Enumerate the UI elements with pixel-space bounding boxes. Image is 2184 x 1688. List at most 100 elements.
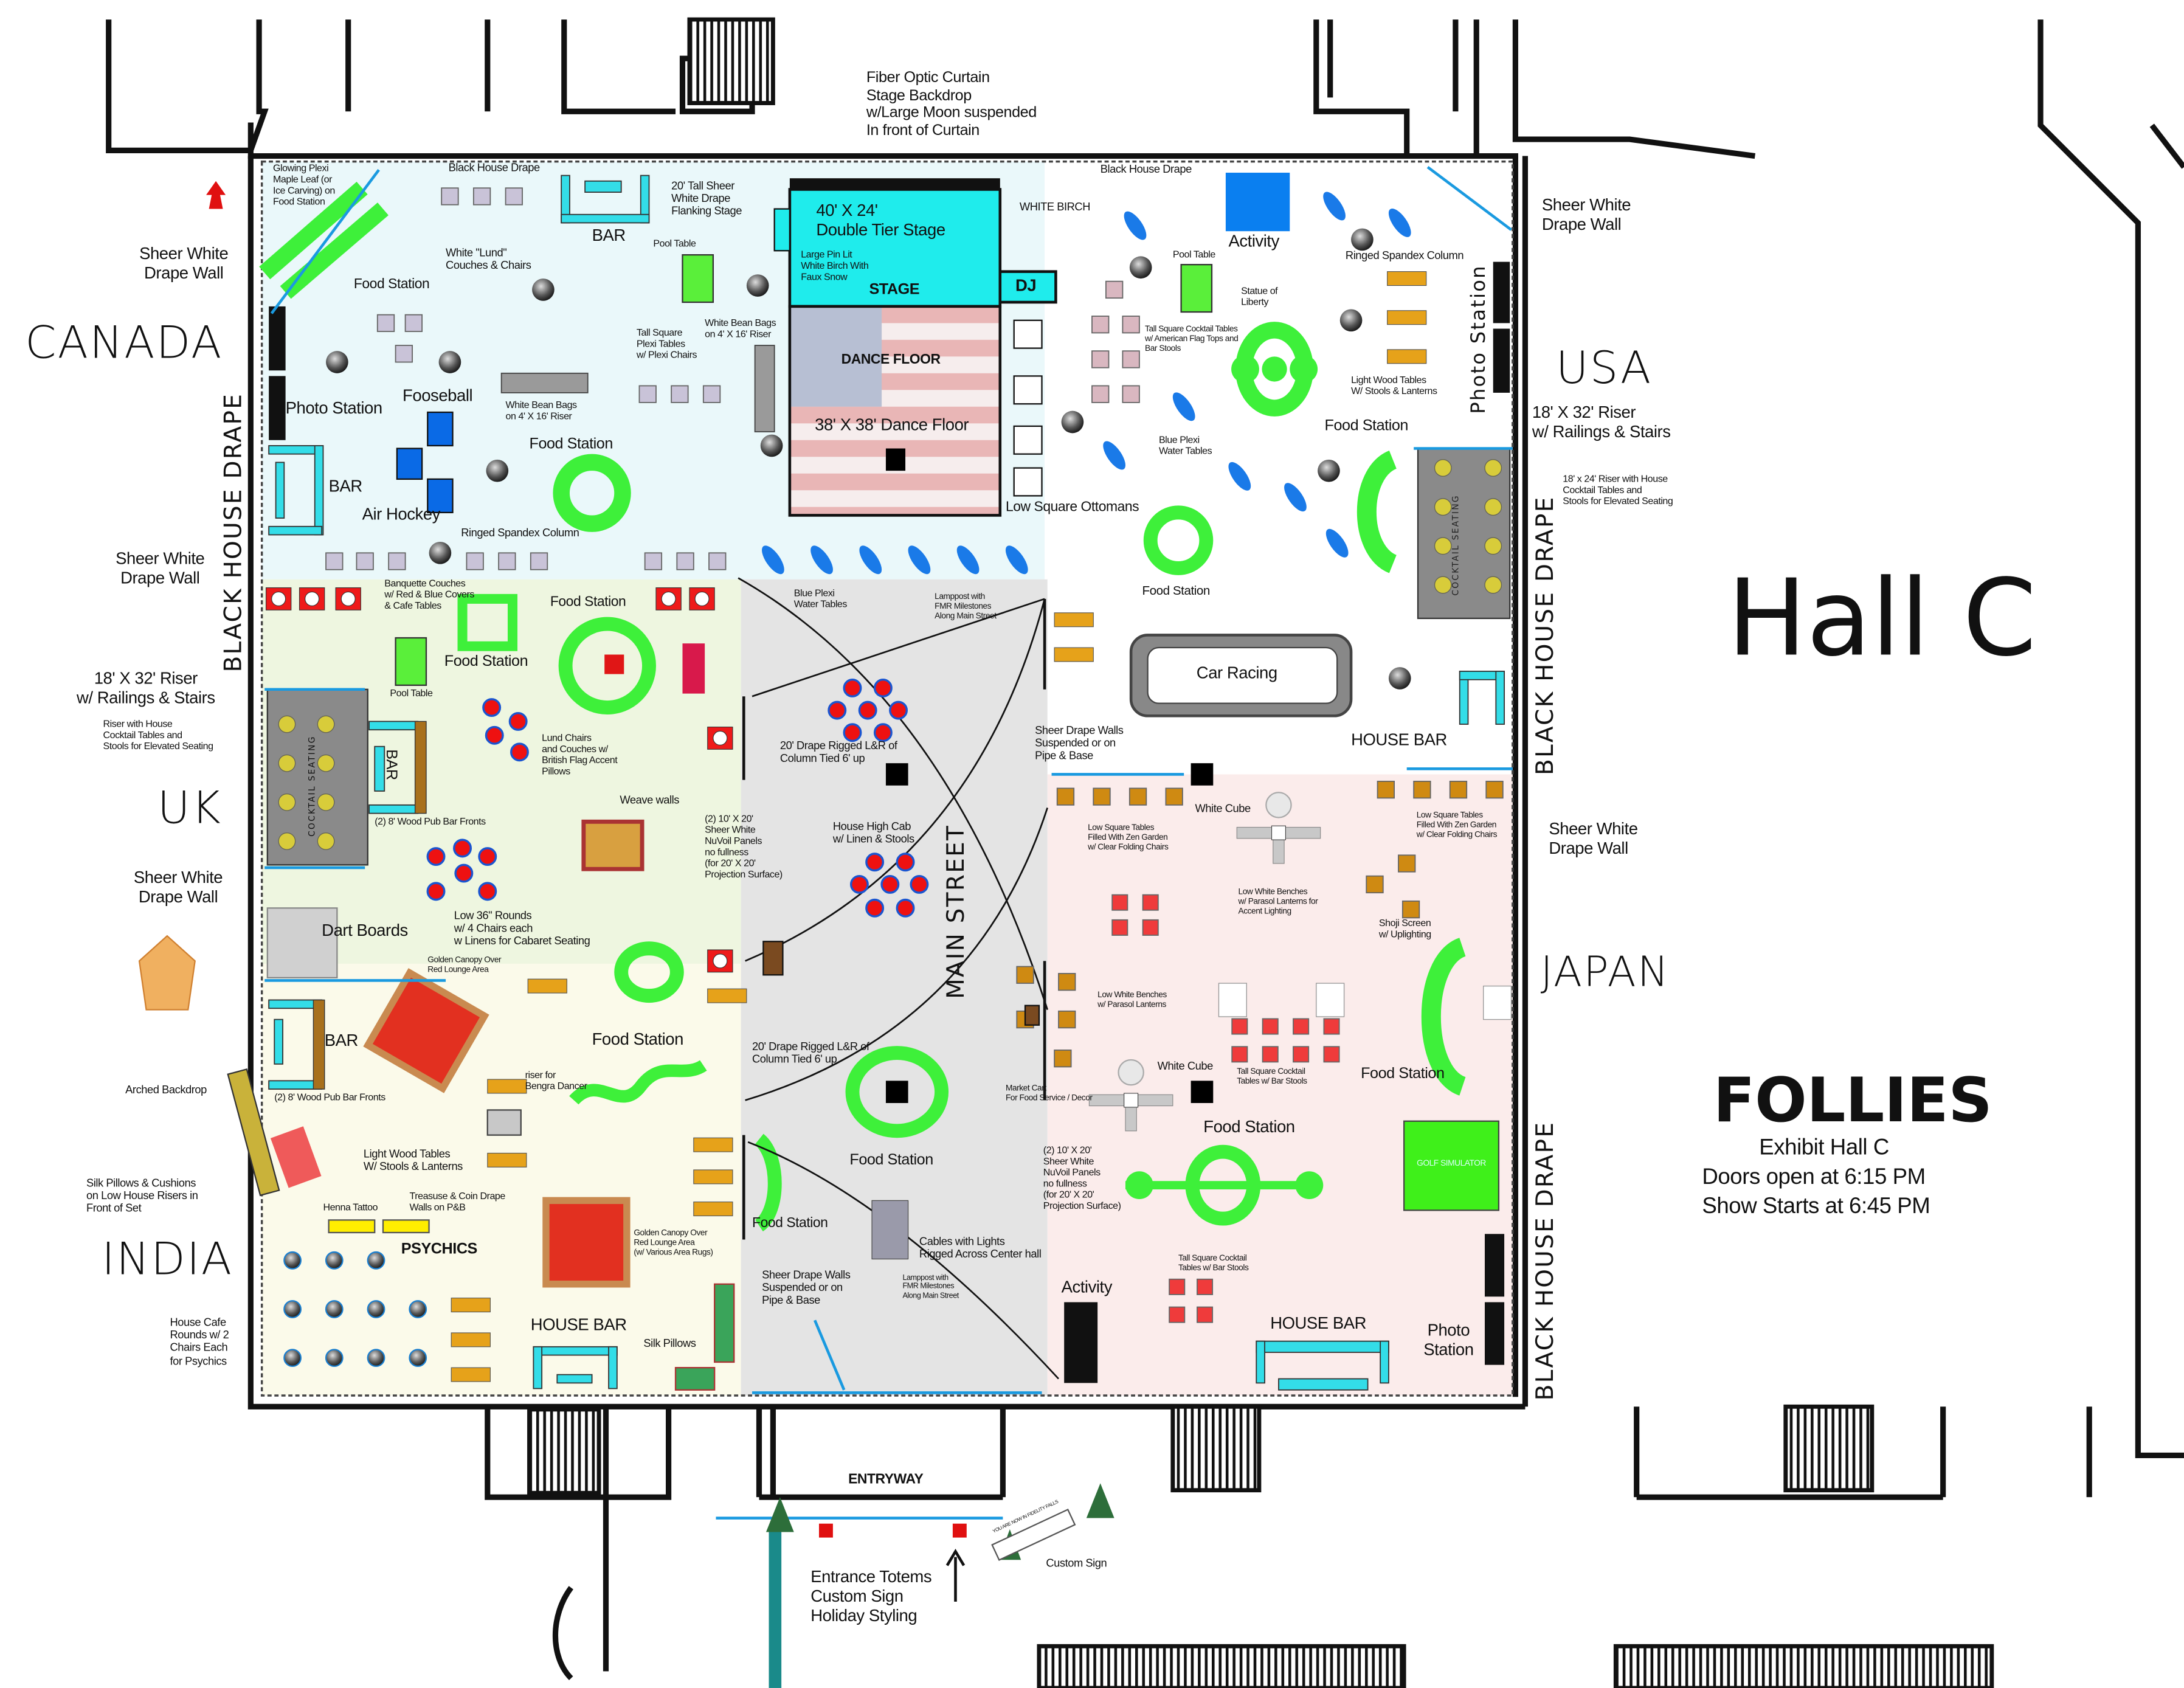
label-golf-simulator: GOLF SIMULATOR xyxy=(1417,1160,1486,1169)
banquette-couch xyxy=(707,949,733,973)
zen-garden-table xyxy=(1165,787,1183,806)
zone-label-main-street: MAIN STREET xyxy=(942,824,971,999)
label-high-cab: House High Cab w/ Linen & Stools xyxy=(832,820,914,846)
zen-garden-table xyxy=(1056,787,1075,806)
maple-leaf-cocktail-table xyxy=(472,187,491,206)
event-show-time: Show Starts at 6:45 PM xyxy=(1702,1195,1930,1219)
round-table xyxy=(896,853,915,872)
label-silk-pillows: Silk Pillows xyxy=(643,1337,696,1350)
label-spandex-column: Ringed Spandex Column xyxy=(1345,249,1464,262)
label-spandex-column: Ringed Spandex Column xyxy=(461,526,579,539)
blue-plexi-water-table xyxy=(1388,209,1411,237)
label-bean-bags: White Bean Bags on 4' X 16' Riser xyxy=(705,319,776,340)
label-custom-sign: Custom Sign xyxy=(1046,1557,1107,1570)
label-sheer-drape-wall: Sheer White Drape Wall xyxy=(116,548,205,588)
label-food-station: Food Station xyxy=(752,1216,828,1231)
label-wood-tables: Light Wood Tables W/ Stools & Lanterns xyxy=(363,1147,463,1173)
spandex-column xyxy=(1129,256,1152,279)
riser-cocktail-table xyxy=(1484,537,1502,555)
loading-door xyxy=(1170,1404,1262,1493)
spandex-column xyxy=(760,434,783,457)
label-dart-boards: Dart Boards xyxy=(322,920,408,941)
label-water-tables: Blue Plexi Water Tables xyxy=(1158,435,1212,457)
flag-cocktail-table xyxy=(1105,280,1124,299)
light-wood-table xyxy=(707,988,747,1003)
maple-leaf-cocktail-table xyxy=(388,552,406,570)
round-table xyxy=(910,874,929,894)
label-black-house-drape: Black House Drape xyxy=(448,161,541,175)
label-pub-fronts: (2) 8' Wood Pub Bar Fronts xyxy=(274,1093,385,1103)
label-air-hockey: Air Hockey xyxy=(362,504,441,524)
maple-leaf-cocktail-table xyxy=(356,552,374,570)
label-treasure-drape: Treasuse & Coin Drape Walls on P&B xyxy=(409,1192,505,1214)
stairs xyxy=(1037,1644,1406,1688)
label-food-station: Food Station xyxy=(550,595,626,611)
flag-cocktail-table xyxy=(1091,385,1110,403)
psychic-cafe-round xyxy=(367,1300,385,1318)
pool-table xyxy=(395,637,427,687)
label-food-station: Food Station xyxy=(1203,1116,1295,1136)
light-wood-table xyxy=(527,978,567,994)
zone-label-uk: UK xyxy=(157,781,223,834)
blue-plexi-water-table xyxy=(859,545,882,575)
label-bar: BAR xyxy=(324,1030,359,1050)
round-table xyxy=(478,882,497,901)
riser-cocktail-table xyxy=(1434,498,1452,516)
label-bar: BAR xyxy=(328,476,363,496)
stairs xyxy=(1613,1644,1994,1688)
label-wood-tables: Light Wood Tables W/ Stools & Lanterns xyxy=(1351,376,1437,397)
label-stage: STAGE xyxy=(869,281,920,299)
maple-leaf-icon xyxy=(206,181,226,209)
label-nuvoil-panels: (2) 10' X 20' Sheer White NuVoil Panels … xyxy=(1043,1146,1121,1212)
psychic-cafe-round xyxy=(283,1251,302,1270)
round-table xyxy=(896,898,915,918)
bars xyxy=(268,175,1505,1391)
label-plexi-tables: Tall Square Plexi Tables w/ Plexi Chairs xyxy=(636,328,697,361)
flag-cocktail-table xyxy=(1122,385,1140,403)
riser-cocktail-table xyxy=(317,793,335,811)
blue-plexi-water-table xyxy=(1325,528,1349,558)
label-golden-canopy: Golden Canopy Over Red Lounge Area (w/ V… xyxy=(634,1230,713,1257)
label-golden-canopy: Golden Canopy Over Red Lounge Area xyxy=(427,956,502,975)
tall-cocktail-table xyxy=(1231,1018,1248,1035)
label-black-house-drape: BLACK HOUSE DRAPE xyxy=(1532,496,1560,775)
round-table xyxy=(865,853,885,872)
light-wood-table xyxy=(693,1169,733,1185)
label-cabaret-rounds: Low 36" Rounds w/ 4 Chairs each w Linens… xyxy=(454,909,590,948)
round-table xyxy=(508,711,528,731)
weave-walls-lounge xyxy=(581,819,644,871)
riser-cocktail-table xyxy=(278,793,296,811)
label-house-bar: HOUSE BAR xyxy=(1351,730,1447,750)
zen-garden-table xyxy=(1058,973,1076,991)
maple-leaf-cocktail-table xyxy=(671,385,689,403)
label-riser: 18' X 32' Riser w/ Railings & Stairs xyxy=(76,668,215,708)
round-table xyxy=(873,678,893,697)
label-water-tables: Blue Plexi Water Tables xyxy=(793,589,848,611)
round-table xyxy=(478,847,497,866)
label-white-benches: Low White Benches w/ Parasol Lanterns fo… xyxy=(1238,888,1318,916)
label-house-bar: HOUSE BAR xyxy=(1270,1313,1367,1333)
zen-garden-table xyxy=(1058,1010,1076,1029)
tall-cocktail-table xyxy=(1142,919,1159,936)
label-white-cube: White Cube xyxy=(1195,802,1251,815)
label-car-racing: Car Racing xyxy=(1196,663,1277,683)
blue-plexi-water-table xyxy=(1228,462,1251,491)
round-table xyxy=(865,898,885,918)
car-racing-infield xyxy=(1147,646,1338,704)
label-entrance-totems: Entrance Totems Custom Sign Holiday Styl… xyxy=(810,1566,932,1625)
label-fiber-optic-curtain: Fiber Optic Curtain Stage Backdrop w/Lar… xyxy=(866,69,1037,139)
silk-pillow-riser xyxy=(714,1283,735,1363)
british-phone-booth xyxy=(682,643,705,694)
round-table xyxy=(510,742,529,762)
round-table xyxy=(843,678,862,697)
riser-cocktail-table xyxy=(278,715,296,733)
blue-plexi-water-table xyxy=(762,545,784,575)
round-table xyxy=(858,700,877,720)
tall-cocktail-table xyxy=(1262,1046,1279,1063)
blue-plexi-water-table xyxy=(1103,441,1125,470)
label-sheer-drape-wall: Sheer White Drape Wall xyxy=(1549,818,1638,858)
blue-plexi-water-table xyxy=(1172,392,1195,421)
label-arched-backdrop: Arched Backdrop xyxy=(125,1083,207,1096)
entrance-totems xyxy=(818,1523,967,1538)
label-food-station: Food Station xyxy=(529,435,613,453)
